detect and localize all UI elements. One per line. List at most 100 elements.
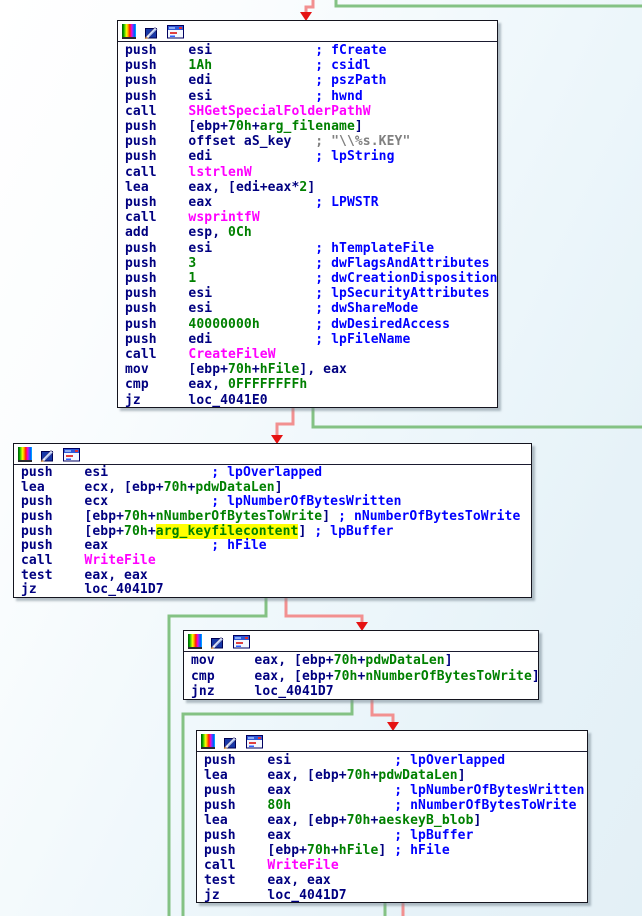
edge-entry-to-block1-arrowhead <box>300 12 312 21</box>
block-titlebar[interactable] <box>118 21 497 42</box>
asm-line[interactable]: push esi ; hwnd <box>125 89 497 104</box>
asm-token: ; dwFlagsAndAttributes <box>315 255 490 271</box>
asm-token: WriteFile <box>84 553 156 569</box>
asm-line[interactable]: jz loc_4041D7 <box>204 888 587 903</box>
asm-token: + <box>370 813 379 828</box>
asm-line[interactable]: test eax, eax <box>21 568 531 584</box>
asm-token: mov eax, [ebp+ <box>191 653 334 668</box>
asm-token: 3 <box>188 255 197 271</box>
asm-line[interactable]: call wsprintfW <box>125 210 497 225</box>
asm-token: push edi <box>125 73 316 89</box>
asm-token <box>260 317 316 332</box>
asm-line[interactable]: push 3 ; dwFlagsAndAttributes <box>125 256 497 271</box>
asm-token: 2 <box>299 179 308 195</box>
asm-line[interactable]: cmp eax, [ebp+70h+nNumberOfBytesToWrite] <box>191 669 538 685</box>
asm-line[interactable]: push esi ; lpOverlapped <box>21 465 531 481</box>
graph-window-icon[interactable] <box>246 734 263 748</box>
asm-line[interactable]: push [ebp+70h+arg_filename] <box>125 119 497 134</box>
asm-token: aeskeyB_blob <box>378 813 474 828</box>
graph-window-icon[interactable] <box>167 24 184 38</box>
asm-line[interactable]: push esi ; lpSecurityAttributes <box>125 286 497 301</box>
asm-line[interactable]: push 80h ; nNumberOfBytesToWrite <box>204 798 587 813</box>
node-color-palette-icon[interactable] <box>18 446 32 462</box>
asm-token: ; hwnd <box>315 88 363 104</box>
edit-pencil-icon[interactable] <box>143 25 160 39</box>
graph-window-icon[interactable] <box>63 447 80 461</box>
asm-line[interactable]: jnz loc_4041D7 <box>191 684 538 700</box>
node-color-palette-icon[interactable] <box>201 733 215 749</box>
asm-token: lea eax, [edi+eax* <box>125 179 300 195</box>
asm-token <box>196 256 315 271</box>
asm-line[interactable]: push [ebp+70h+arg_keyfilecontent] ; lpBu… <box>21 523 531 540</box>
asm-line[interactable]: push [ebp+70h+nNumberOfBytesToWrite] ; n… <box>21 509 531 525</box>
asm-token: ] <box>473 813 482 828</box>
block-titlebar[interactable] <box>184 631 538 652</box>
asm-token: nNumberOfBytesToWrite <box>155 509 323 525</box>
asm-token: ; lpOverlapped <box>394 753 506 768</box>
asm-line[interactable]: add esp, 0Ch <box>125 225 497 240</box>
asm-token: ; lpNumberOfBytesWritten <box>211 494 402 510</box>
asm-line[interactable]: mov eax, [ebp+70h+pdwDataLen] <box>191 653 538 669</box>
asm-token: ; "\\%s.KEY" <box>315 134 411 150</box>
block-titlebar[interactable] <box>197 731 587 752</box>
asm-token: 70h <box>228 362 252 378</box>
asm-line[interactable]: test eax, eax <box>204 873 587 888</box>
asm-line[interactable]: push edi ; pszPath <box>125 73 497 88</box>
node-color-palette-icon[interactable] <box>188 633 202 649</box>
basic-block-compare-byteswritten[interactable]: mov eax, [ebp+70h+pdwDataLen]cmp eax, [e… <box>183 630 539 700</box>
asm-line[interactable]: call WriteFile <box>21 553 531 569</box>
node-color-palette-icon[interactable] <box>122 23 136 39</box>
graph-window-icon[interactable] <box>233 634 250 648</box>
asm-token: 70h <box>124 523 148 539</box>
asm-line[interactable]: push edi ; lpString <box>125 149 497 164</box>
asm-line[interactable]: lea ecx, [ebp+70h+pdwDataLen] <box>21 479 531 496</box>
asm-token: lea ecx, [ebp+ <box>21 479 164 495</box>
asm-line[interactable]: push offset aS_key ; "\\%s.KEY" <box>125 134 497 149</box>
asm-token: push [ebp+ <box>21 509 125 525</box>
asm-line[interactable]: push [ebp+70h+hFile] ; hFile <box>204 843 587 858</box>
asm-line[interactable]: call lstrlenW <box>125 165 497 180</box>
asm-token: ] <box>298 523 315 539</box>
asm-line[interactable]: push eax ; hFile <box>21 539 531 554</box>
edge-block3-true-down-left <box>181 700 354 916</box>
asm-line[interactable]: push ecx ; lpNumberOfBytesWritten <box>21 495 531 510</box>
asm-line[interactable]: push 1 ; dwCreationDisposition <box>125 271 497 286</box>
asm-line[interactable]: push esi ; dwShareMode <box>125 301 497 316</box>
edit-pencil-icon[interactable] <box>39 448 56 462</box>
asm-line[interactable]: lea eax, [edi+eax*2] <box>125 180 497 195</box>
asm-line[interactable]: mov [ebp+70h+hFile], eax <box>125 362 497 377</box>
asm-line[interactable]: jz loc_4041E0 <box>125 393 497 408</box>
asm-token: push <box>125 316 189 332</box>
asm-line[interactable]: lea eax, [ebp+70h+pdwDataLen] <box>204 768 587 783</box>
asm-token: 70h <box>228 119 252 135</box>
asm-line[interactable]: call SHGetSpecialFolderPathW <box>125 104 497 119</box>
asm-token: + <box>370 768 379 783</box>
asm-line[interactable]: cmp eax, 0FFFFFFFFh <box>125 377 497 392</box>
asm-line[interactable]: call CreateFileW <box>125 347 497 362</box>
asm-line[interactable]: push eax ; lpNumberOfBytesWritten <box>204 783 587 798</box>
edit-pencil-icon[interactable] <box>209 635 226 649</box>
asm-line[interactable]: push edi ; lpFileName <box>125 332 497 347</box>
asm-token: jz loc_4041D7 <box>21 582 164 598</box>
asm-line[interactable]: push 1Ah ; csidl <box>125 58 497 73</box>
asm-line[interactable]: push esi ; hTemplateFile <box>125 241 497 256</box>
asm-line[interactable]: push esi ; fCreate <box>125 43 497 58</box>
asm-line[interactable]: push eax ; LPWSTR <box>125 195 497 210</box>
asm-line[interactable]: push 40000000h ; dwDesiredAccess <box>125 317 497 332</box>
edit-pencil-icon[interactable] <box>222 735 239 749</box>
asm-line[interactable]: push esi ; lpOverlapped <box>204 753 587 768</box>
asm-line[interactable]: call WriteFile <box>204 858 587 873</box>
asm-line[interactable]: jz loc_4041D7 <box>21 583 531 598</box>
asm-line[interactable]: push eax ; lpBuffer <box>204 828 587 843</box>
asm-token: + <box>251 362 260 378</box>
block-titlebar[interactable] <box>14 444 531 465</box>
highlighted-operand: arg_keyfilecontent <box>155 523 299 539</box>
asm-token: + <box>330 843 339 858</box>
asm-line[interactable]: lea eax, [ebp+70h+aeskeyB_blob] <box>204 813 587 828</box>
